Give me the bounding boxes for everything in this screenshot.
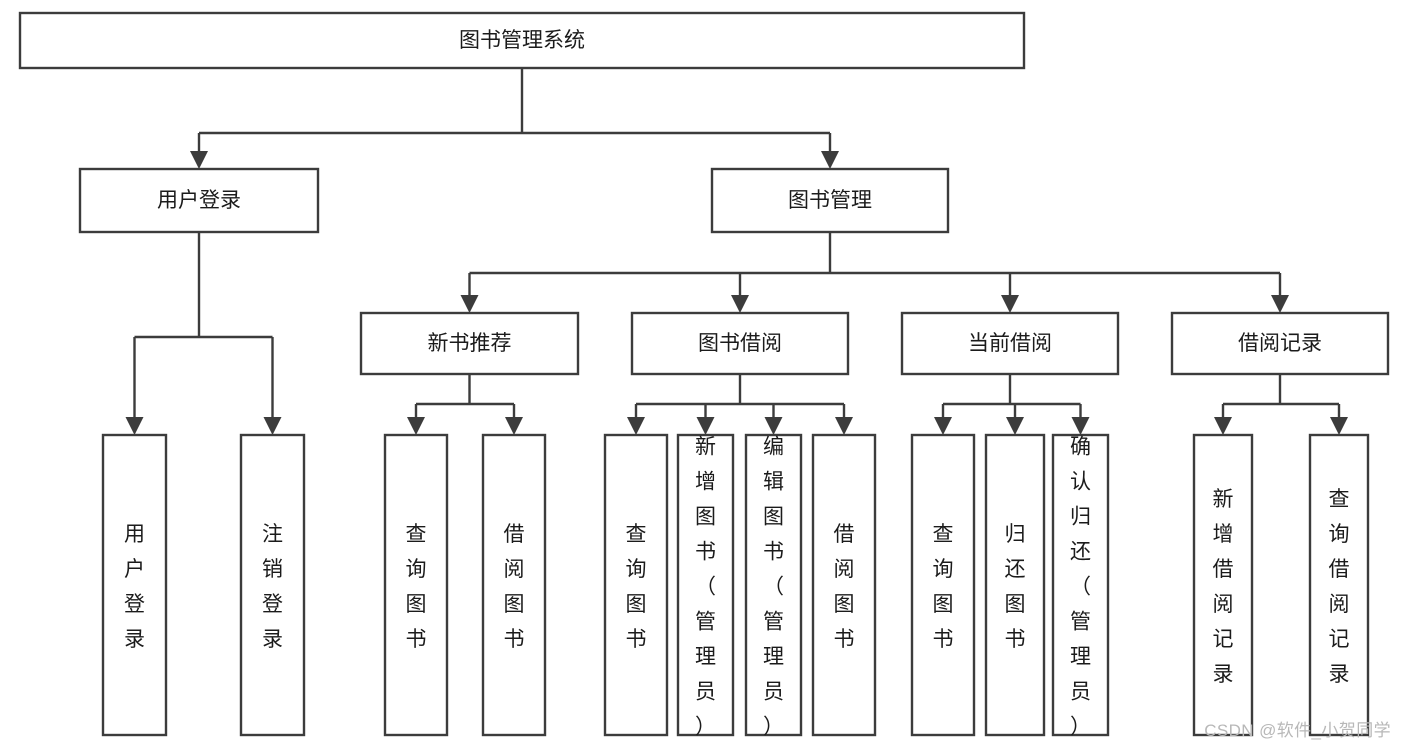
node-leaf-user-login[interactable]: 用户登录 (101, 433, 168, 737)
connector-arrowhead-icon (821, 151, 839, 169)
node-leaf-query-book-new-label: 查询图书 (406, 523, 427, 651)
connector-arrowhead-icon (190, 151, 208, 169)
connector-user-login-to-leaves (125, 232, 282, 435)
connector-arrowhead-icon (835, 417, 853, 435)
node-layer: 图书管理系统用户登录图书管理新书推荐图书借阅当前借阅借阅记录用户登录注销登录查询… (18, 11, 1390, 739)
connector-arrowhead-icon (627, 417, 645, 435)
node-book-manage[interactable]: 图书管理 (710, 167, 950, 234)
node-leaf-confirm-return-admin-label: 确认归还（管理员） (1070, 436, 1091, 739)
node-leaf-borrow-book-new[interactable]: 借阅图书 (481, 433, 547, 737)
node-leaf-edit-book-admin[interactable]: 编辑图书（管理员） (744, 433, 803, 739)
node-leaf-query-book-current-label: 查询图书 (933, 523, 954, 651)
node-leaf-return-book-box (984, 433, 1046, 737)
node-user-login[interactable]: 用户登录 (78, 167, 320, 234)
node-leaf-query-borrow-record[interactable]: 查询借阅记录 (1308, 433, 1370, 737)
node-leaf-confirm-return-admin[interactable]: 确认归还（管理员） (1051, 433, 1110, 739)
node-leaf-add-borrow-record-box (1192, 433, 1254, 737)
node-book-manage-label: 图书管理 (788, 189, 872, 212)
node-leaf-query-book-borrow-label: 查询图书 (626, 523, 647, 651)
connector-layer (125, 68, 1348, 435)
node-leaf-query-book-borrow-box (603, 433, 669, 737)
node-leaf-user-login-label: 用户登录 (124, 523, 145, 651)
node-book-manage-box (710, 167, 950, 234)
node-leaf-query-book-borrow[interactable]: 查询图书 (603, 433, 669, 737)
node-leaf-confirm-return-admin-box (1051, 433, 1110, 737)
node-current-borrow-box (900, 311, 1120, 376)
node-leaf-edit-book-admin-box (744, 433, 803, 737)
connector-arrowhead-icon (125, 417, 144, 435)
connector-arrowhead-icon (505, 417, 523, 435)
node-leaf-return-book[interactable]: 归还图书 (984, 433, 1046, 737)
node-leaf-add-borrow-record-label: 新增借阅记录 (1213, 488, 1234, 686)
node-new-book-recommend-box (359, 311, 580, 376)
node-leaf-borrow-book-new-label: 借阅图书 (504, 523, 525, 651)
node-leaf-user-logout-box (239, 433, 306, 737)
connector-arrowhead-icon (1006, 417, 1024, 435)
node-leaf-query-book-current[interactable]: 查询图书 (910, 433, 976, 737)
node-leaf-add-borrow-record[interactable]: 新增借阅记录 (1192, 433, 1254, 737)
node-leaf-query-borrow-record-box (1308, 433, 1370, 737)
node-book-borrow-box (630, 311, 850, 376)
connector-root-to-level1 (190, 68, 839, 169)
connector-arrowhead-icon (263, 417, 282, 435)
node-borrow-record-label: 借阅记录 (1238, 332, 1322, 355)
node-new-book-recommend-label: 新书推荐 (428, 332, 512, 355)
node-root-label: 图书管理系统 (459, 29, 585, 52)
node-leaf-borrow-book[interactable]: 借阅图书 (811, 433, 877, 737)
node-leaf-user-logout-label: 注销登录 (262, 523, 283, 651)
connector-arrowhead-icon (1271, 295, 1289, 313)
connector-arrowhead-icon (696, 417, 715, 435)
connector-arrowhead-icon (764, 417, 783, 435)
node-leaf-query-book-new-box (383, 433, 449, 737)
connector-arrowhead-icon (1214, 417, 1232, 435)
node-borrow-record[interactable]: 借阅记录 (1170, 311, 1390, 376)
node-leaf-add-book-admin-label: 新增图书（管理员） (695, 436, 716, 739)
connector-arrowhead-icon (1001, 295, 1019, 313)
connector-current-borrow-to-leaves (934, 374, 1090, 435)
node-leaf-query-book-new[interactable]: 查询图书 (383, 433, 449, 737)
node-leaf-query-borrow-record-label: 查询借阅记录 (1329, 488, 1350, 686)
node-leaf-add-book-admin[interactable]: 新增图书（管理员） (676, 433, 735, 739)
connector-borrow-record-to-leaves (1214, 374, 1348, 435)
connector-arrowhead-icon (460, 295, 479, 313)
connector-new-book-to-leaves (407, 374, 523, 435)
node-leaf-user-logout[interactable]: 注销登录 (239, 433, 306, 737)
node-leaf-return-book-label: 归还图书 (1005, 523, 1026, 651)
node-leaf-query-book-current-box (910, 433, 976, 737)
watermark-label: CSDN @软件_小贺同学 (1204, 721, 1391, 740)
connector-arrowhead-icon (407, 417, 425, 435)
connector-arrowhead-icon (731, 295, 749, 313)
node-leaf-borrow-book-new-box (481, 433, 547, 737)
connector-arrowhead-icon (1330, 417, 1348, 435)
node-current-borrow[interactable]: 当前借阅 (900, 311, 1120, 376)
connector-book-borrow-to-leaves (627, 374, 853, 435)
node-book-borrow-label: 图书借阅 (698, 332, 782, 355)
node-leaf-borrow-book-label: 借阅图书 (834, 523, 855, 651)
node-leaf-add-book-admin-box (676, 433, 735, 737)
node-current-borrow-label: 当前借阅 (968, 332, 1052, 355)
node-root-box (18, 11, 1026, 70)
node-leaf-borrow-book-box (811, 433, 877, 737)
node-borrow-record-box (1170, 311, 1390, 376)
node-user-login-label: 用户登录 (157, 189, 241, 212)
node-root[interactable]: 图书管理系统 (18, 11, 1026, 70)
connector-book-manage-to-level2 (460, 232, 1289, 313)
node-book-borrow[interactable]: 图书借阅 (630, 311, 850, 376)
node-leaf-user-login-box (101, 433, 168, 737)
connector-arrowhead-icon (1071, 417, 1090, 435)
node-new-book-recommend[interactable]: 新书推荐 (359, 311, 580, 376)
node-user-login-box (78, 167, 320, 234)
node-leaf-edit-book-admin-label: 编辑图书（管理员） (763, 436, 784, 739)
connector-arrowhead-icon (934, 417, 952, 435)
